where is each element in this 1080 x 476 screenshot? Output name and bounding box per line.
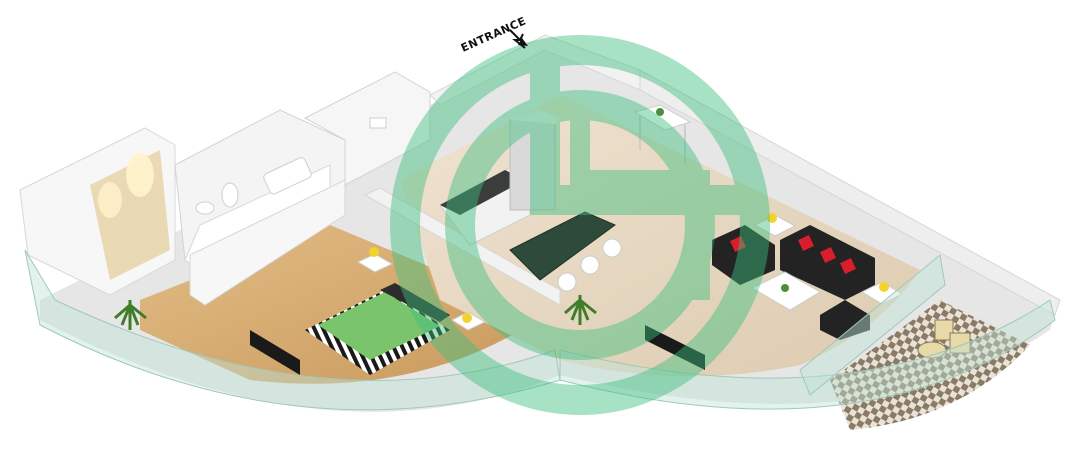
- cushion: [820, 247, 836, 263]
- toilet: [221, 182, 239, 208]
- lamp-icon: [767, 213, 777, 223]
- right-wall: [639, 69, 1061, 316]
- plant-icon: [656, 108, 664, 116]
- tv-icon: [645, 325, 705, 370]
- partition-wall: [363, 187, 561, 306]
- balcony-furniture: [917, 319, 971, 359]
- cushion: [840, 258, 856, 274]
- cushion: [730, 236, 746, 252]
- side-table: [860, 281, 904, 305]
- plant-icon: [781, 284, 789, 292]
- bar-stool: [557, 272, 577, 292]
- bedroom-back-wall: [189, 179, 346, 306]
- kitchen-island: [509, 211, 616, 281]
- armchair: [712, 225, 775, 285]
- lamp-icon: [369, 247, 379, 257]
- bar-stool: [602, 238, 622, 258]
- bathtub: [263, 157, 312, 195]
- console-table: [633, 104, 692, 165]
- watermark-logo: [390, 35, 770, 415]
- tv-icon: [250, 330, 300, 375]
- lamp-icon: [879, 282, 889, 292]
- glass-railing: [559, 299, 1056, 410]
- sofa-end: [820, 300, 870, 340]
- living-room-furniture: [712, 213, 904, 340]
- bar-stool: [580, 255, 600, 275]
- entrance-arrow-head: [518, 38, 528, 46]
- nightstand: [356, 253, 394, 273]
- plant-icon: [114, 300, 147, 330]
- balcony-floor: [830, 300, 1030, 430]
- lamp-icon: [462, 313, 472, 323]
- washroom: [303, 71, 431, 186]
- kitchen: [439, 110, 622, 292]
- glass-railing: [24, 249, 561, 411]
- bed: [305, 247, 487, 375]
- fridge: [509, 119, 556, 211]
- sink: [195, 201, 215, 215]
- cushion: [798, 235, 814, 251]
- plant-icon: [564, 295, 597, 325]
- glass-divider: [799, 254, 946, 396]
- wardrobe: [19, 127, 176, 296]
